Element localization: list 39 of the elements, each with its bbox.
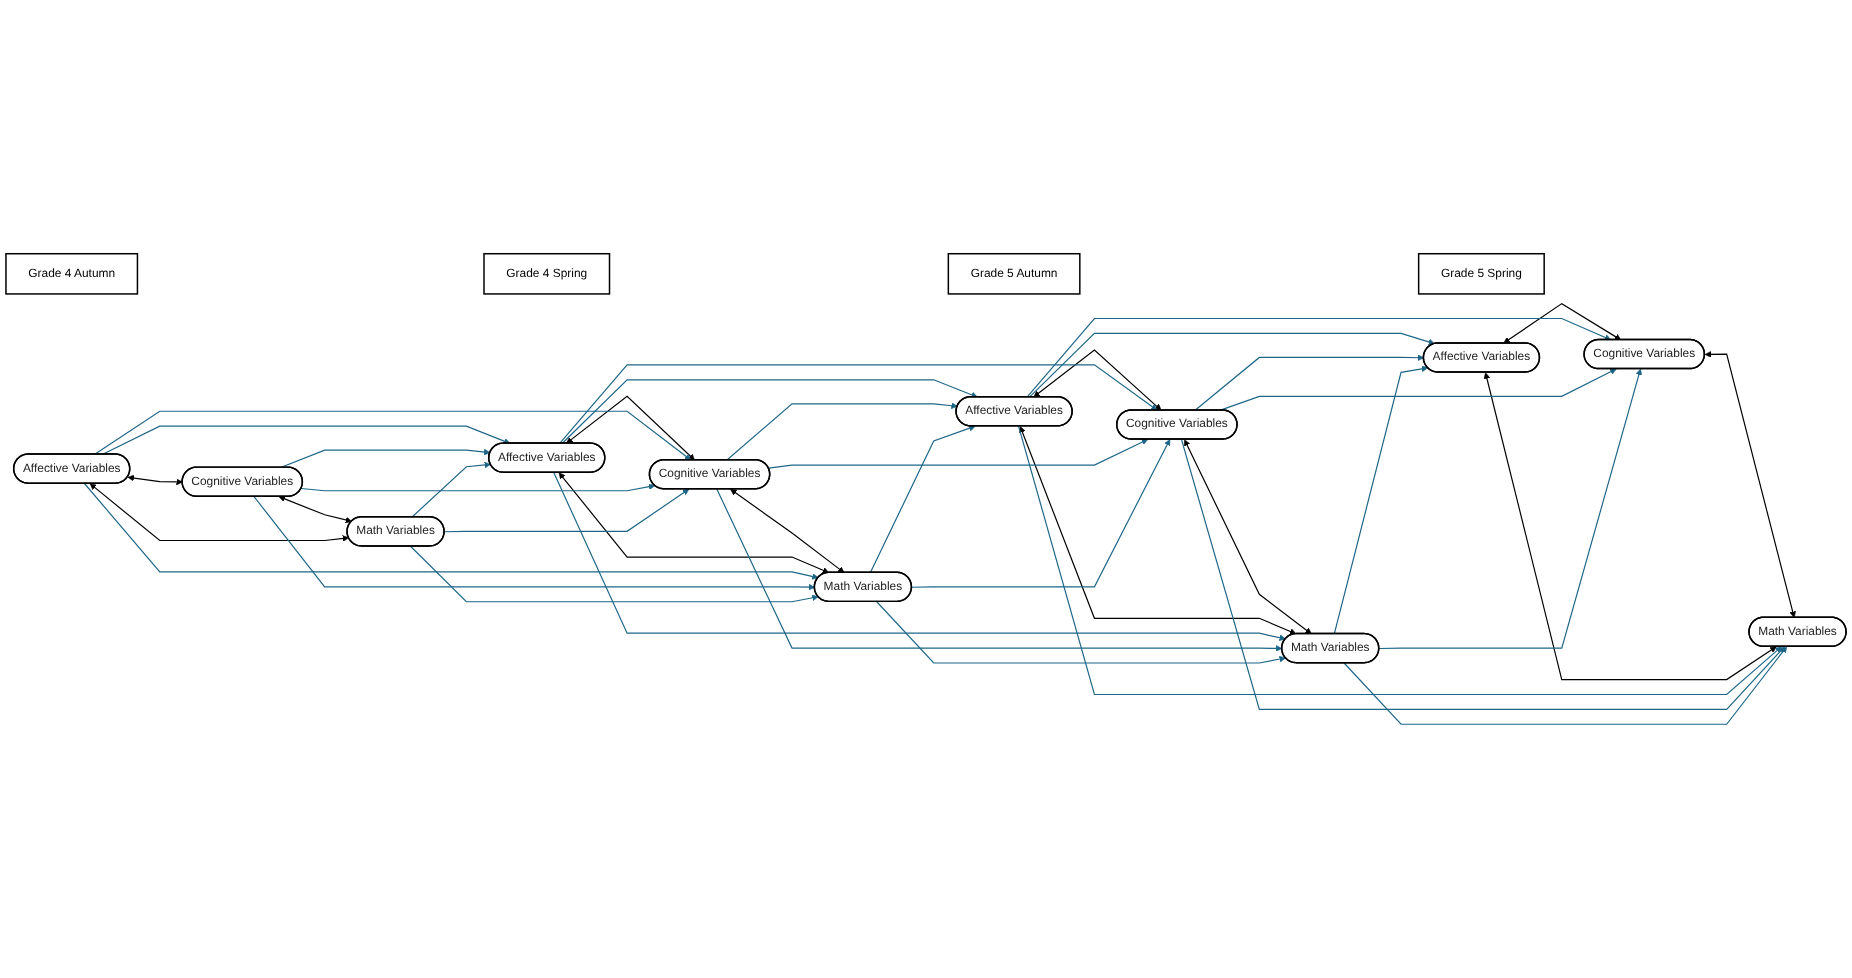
arrow xyxy=(869,425,976,574)
arrow xyxy=(911,439,1171,588)
arrow xyxy=(1503,302,1622,344)
arrow xyxy=(1184,439,1312,635)
arrow xyxy=(253,495,816,591)
arrow xyxy=(280,448,491,469)
arrow xyxy=(101,425,511,456)
arrow xyxy=(1026,317,1612,398)
arrow xyxy=(127,474,183,486)
arrow xyxy=(1194,354,1425,411)
arrow xyxy=(561,379,978,445)
arrow xyxy=(1180,438,1785,710)
arrow xyxy=(89,483,350,542)
arrow xyxy=(93,410,692,461)
arrow xyxy=(300,483,656,492)
arrow xyxy=(278,495,352,524)
arrow xyxy=(553,471,1286,641)
arrow xyxy=(411,461,491,518)
arrow xyxy=(1028,332,1435,398)
arrow xyxy=(716,488,1283,652)
arrow xyxy=(1378,368,1643,650)
arrow xyxy=(876,601,1286,664)
arrow xyxy=(558,472,830,574)
arrow xyxy=(1219,368,1617,411)
arrow xyxy=(1018,425,1782,696)
arrow xyxy=(409,545,819,603)
arrow xyxy=(566,395,695,461)
arrow xyxy=(767,439,1149,469)
arrow xyxy=(1704,351,1796,618)
arrow xyxy=(1333,365,1429,635)
arrow xyxy=(730,488,845,573)
arrow xyxy=(83,482,819,580)
arrow xyxy=(1019,426,1297,635)
arrow xyxy=(1033,349,1162,411)
arrow xyxy=(726,402,958,461)
arrow xyxy=(1343,646,1788,725)
arrow xyxy=(1483,372,1777,681)
arrow xyxy=(559,364,1158,445)
arrow xyxy=(443,488,690,533)
